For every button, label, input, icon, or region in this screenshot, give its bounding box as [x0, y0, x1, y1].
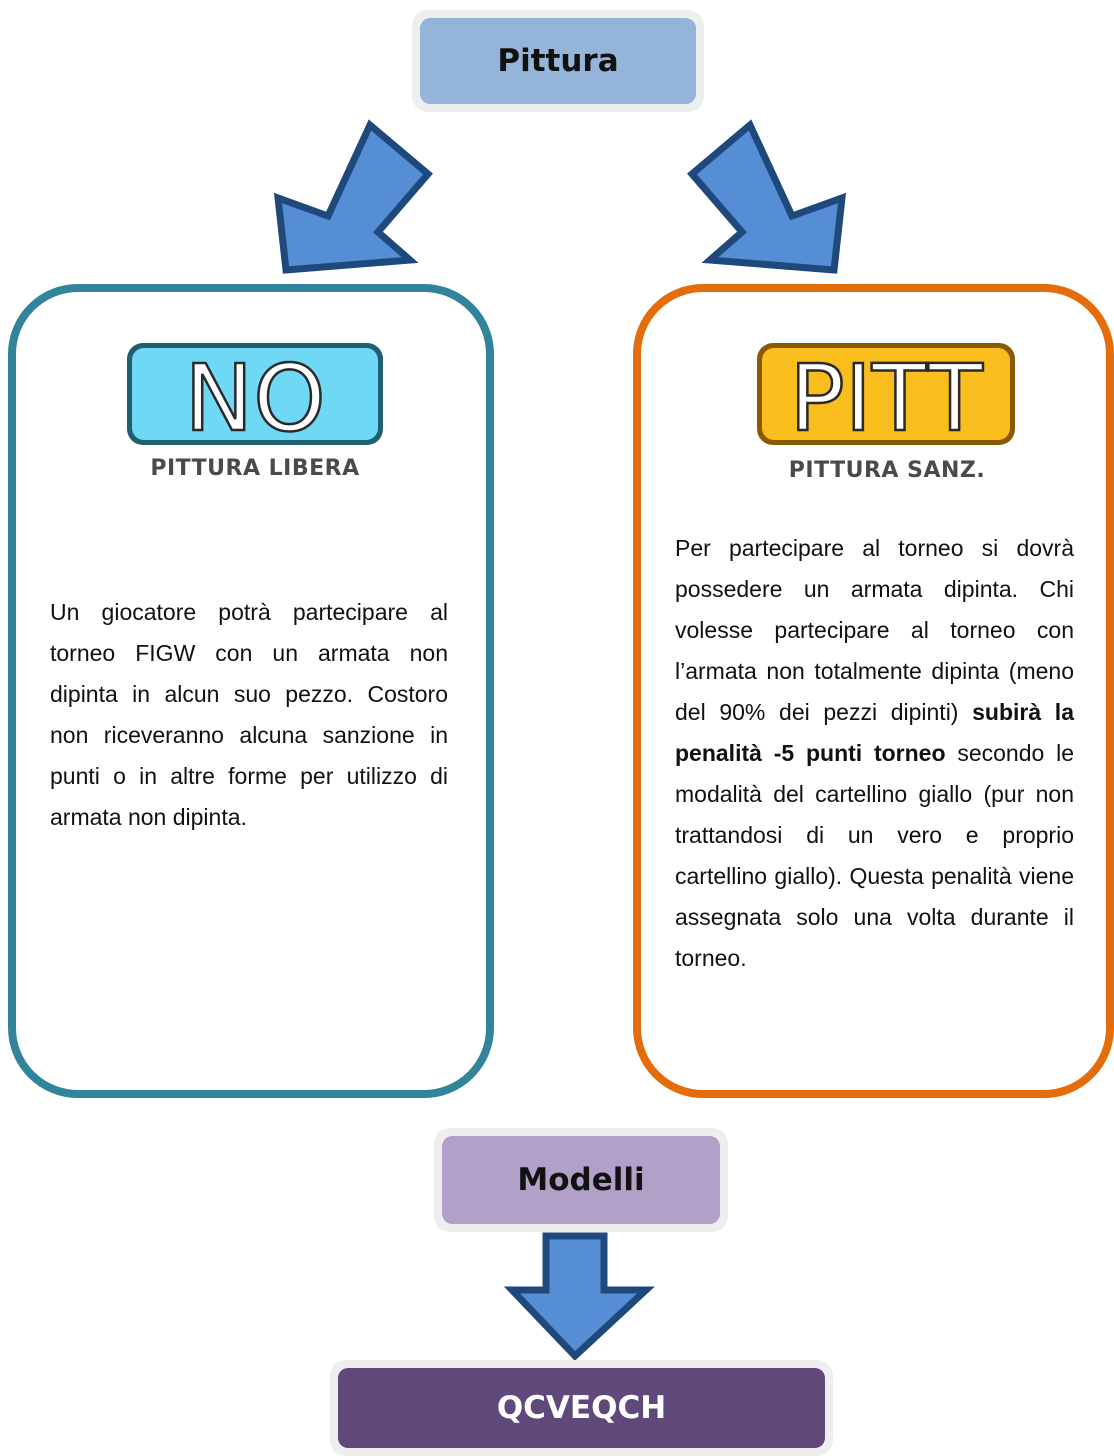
qcveqch-label: QCVEQCH — [496, 1390, 667, 1426]
pittura-box: Pittura — [412, 10, 704, 112]
no-badge-text: NO — [184, 345, 325, 448]
pittura-libera-caption: PITTURA LIBERA — [150, 456, 360, 481]
arrow-down-icon — [503, 1232, 655, 1361]
pitt-badge: PITT — [757, 343, 1015, 448]
arrow-down-right-icon — [687, 119, 847, 274]
modelli-box: Modelli — [434, 1128, 728, 1232]
pittura-sanz-caption: PITTURA SANZ. — [788, 458, 986, 483]
pitt-badge-text: PITT — [789, 345, 983, 448]
pittura-label: Pittura — [497, 43, 619, 79]
penalty-text: subirà la penalità -5 punti torneo — [675, 699, 1074, 766]
modelli-label: Modelli — [517, 1162, 645, 1198]
qcveqch-box: QCVEQCH — [330, 1360, 833, 1456]
no-badge: NO — [127, 343, 383, 448]
pittura-libera-text: Un giocatore potrà partecipare al torneo… — [50, 599, 448, 830]
pittura-sanz-text-rest: secondo le modalità del cartellino giall… — [675, 740, 1075, 971]
arrow-down-left-icon — [273, 119, 433, 274]
pittura-sanz-text-intro: Per partecipare al torneo si dovrà posse… — [675, 535, 1074, 725]
pittura-sanz-text: Per partecipare al torneo si dovrà posse… — [675, 528, 1074, 979]
